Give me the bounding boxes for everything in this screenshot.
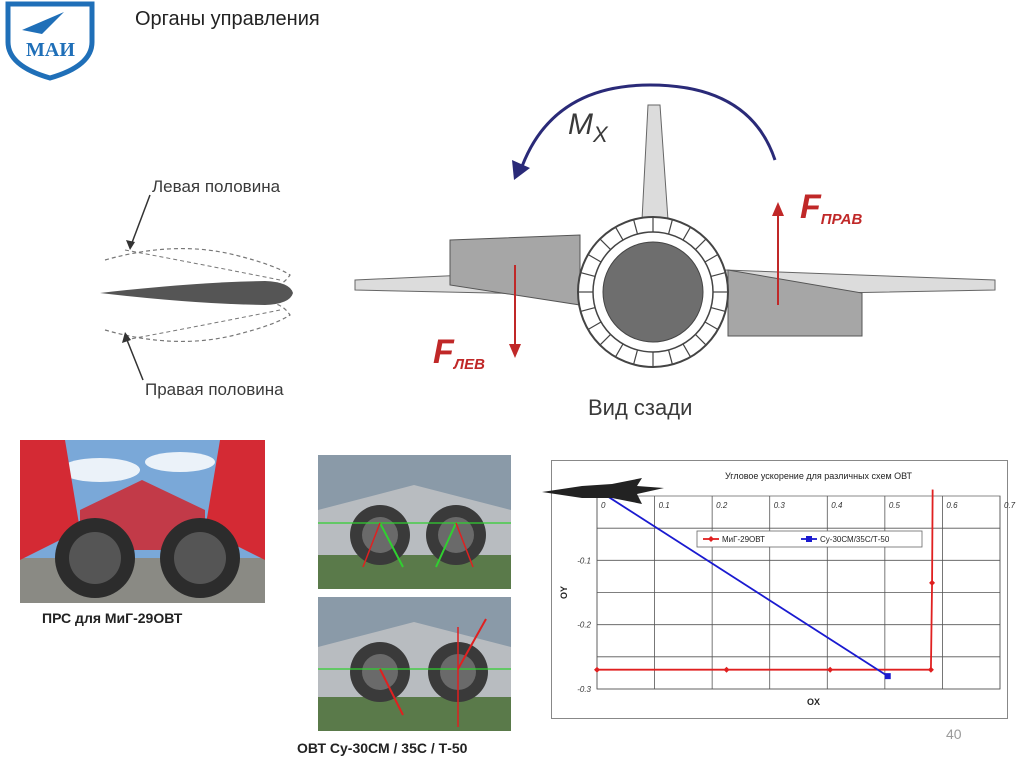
mai-logo: МАИ: [5, 1, 95, 81]
engine-flap-line: [695, 334, 707, 346]
engine-flap-line: [614, 226, 624, 241]
logo-wing-icon: [22, 12, 64, 34]
vertical-tail: [641, 104, 669, 221]
engine-flap-line: [614, 343, 624, 358]
series-marker: [723, 666, 730, 673]
right-half-arrowhead: [122, 332, 131, 343]
force-right-subscript: ПРАВ: [820, 211, 863, 228]
moment-arc-arrow: [518, 83, 777, 173]
engine-flap-line: [710, 272, 726, 278]
engine-flap-line: [710, 306, 726, 312]
x-tick-label: 0: [601, 501, 606, 510]
mig29-caption: ПРС для МиГ-29ОВТ: [42, 610, 183, 626]
force-right-label: FПРАВ: [800, 188, 862, 228]
engine-flap-line: [599, 334, 611, 346]
su30-photo-bottom: [318, 597, 511, 731]
moment-arc-arrowhead: [512, 160, 530, 180]
force-right-symbol: F: [800, 188, 821, 226]
series-marker: [594, 666, 600, 673]
x-axis-label: OX: [807, 697, 820, 707]
x-tick-label: 0.3: [774, 501, 786, 510]
engine-core: [602, 241, 704, 343]
force-left-arrowhead: [509, 344, 521, 358]
x-tick-label: 0.7: [1004, 501, 1016, 510]
chart-svg: Угловое ускорение для различных схем ОВТ…: [559, 471, 1016, 707]
left-half-pointer-arrow: [129, 194, 151, 249]
page-number: 40: [946, 726, 962, 742]
engine-flap-line: [633, 219, 639, 235]
x-tick-label: 0.1: [659, 501, 670, 510]
angular-acceleration-chart: Угловое ускорение для различных схем ОВТ…: [551, 460, 1016, 719]
engine-flaps: [578, 217, 728, 367]
x-tick-label: 0.6: [946, 501, 958, 510]
force-right-arrowhead: [772, 202, 784, 216]
moment-symbol: M: [568, 108, 593, 141]
engine-flap-line: [667, 219, 673, 235]
engine-flap-line: [580, 306, 596, 312]
airfoil-shape: [100, 281, 293, 305]
right-half-pointer-arrow: [124, 334, 144, 381]
engine-flap-line: [704, 253, 719, 263]
force-left-symbol: F: [433, 333, 454, 371]
right-half-label: Правая половина: [145, 380, 284, 399]
logo-shield-shape: [5, 1, 95, 81]
left-half-arrowhead: [126, 240, 135, 250]
slide-title: Органы управления: [135, 8, 320, 30]
engine-flap-line: [682, 226, 692, 241]
engine-flap-line: [587, 253, 602, 263]
y-tick-label: -0.1: [577, 556, 591, 565]
x-tick-label: 0.4: [831, 501, 843, 510]
su30-photo-top: [318, 455, 511, 589]
legend-swatch-marker: [806, 536, 812, 542]
engine-flap-line: [599, 238, 611, 250]
airfoil-diagram: [100, 194, 293, 381]
engine-flap-line: [580, 272, 596, 278]
engine-flap-line: [695, 238, 707, 250]
rear-view-diagram: [354, 83, 996, 368]
x-tick-label: 0.5: [889, 501, 901, 510]
engine-flap-line: [682, 343, 692, 358]
series-marker: [884, 673, 891, 680]
series-line-0: [597, 489, 934, 671]
x-tick-label: 0.2: [716, 501, 728, 510]
su30-caption: ОВТ Су-30СМ / 35С / Т-50: [297, 740, 468, 756]
t50-silhouette-icon: [542, 478, 664, 504]
legend-swatch-marker: [708, 536, 714, 542]
moment-label: MX: [568, 108, 608, 148]
logo-text: МАИ: [26, 39, 75, 61]
series-marker: [827, 666, 834, 673]
engine-flap-line: [587, 321, 602, 331]
legend-label: Су-30СМ/35С/Т-50: [820, 535, 890, 544]
series-marker: [927, 666, 934, 673]
force-left-label: FЛЕВ: [433, 333, 485, 373]
airfoil-dashed-lower: [104, 301, 291, 343]
series-marker: [929, 579, 936, 586]
series-line-1: [596, 488, 889, 677]
y-tick-label: -0.3: [577, 685, 591, 694]
chart-title: Угловое ускорение для различных схем ОВТ: [725, 471, 913, 481]
left-half-label: Левая половина: [152, 177, 281, 196]
legend-label: МиГ-29ОВТ: [722, 535, 765, 544]
engine-flap-line: [667, 349, 673, 365]
mig29-nozzle-photo: [20, 440, 265, 603]
airfoil-dashed-up-line: [124, 249, 281, 281]
rear-view-label: Вид сзади: [588, 395, 693, 420]
moment-subscript: X: [593, 122, 608, 147]
engine-flap-line: [704, 321, 719, 331]
right-control-surface: [727, 269, 863, 337]
force-left-subscript: ЛЕВ: [453, 356, 485, 373]
y-axis-label: OY: [559, 586, 569, 599]
y-tick-label: -0.2: [577, 621, 591, 630]
airfoil-dashed-down-line: [124, 309, 281, 341]
engine-flap-line: [633, 349, 639, 365]
